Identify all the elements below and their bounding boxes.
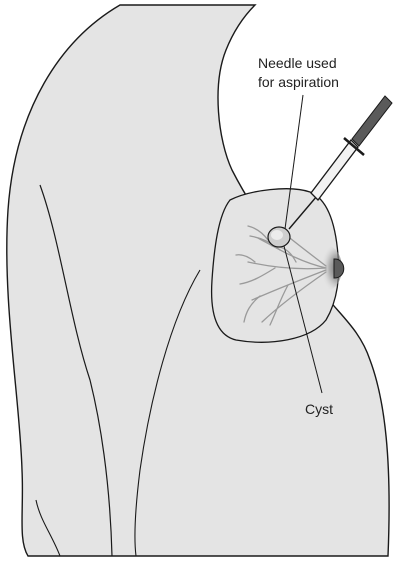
syringe-plunger <box>352 96 392 146</box>
needle-label-line-1: Needle used <box>258 55 337 71</box>
cyst-highlight <box>271 230 283 240</box>
cyst-label: Cyst <box>305 401 333 417</box>
nipple <box>334 259 344 278</box>
syringe-barrel <box>311 140 358 200</box>
needle-label-line-2: for aspiration <box>258 74 339 90</box>
